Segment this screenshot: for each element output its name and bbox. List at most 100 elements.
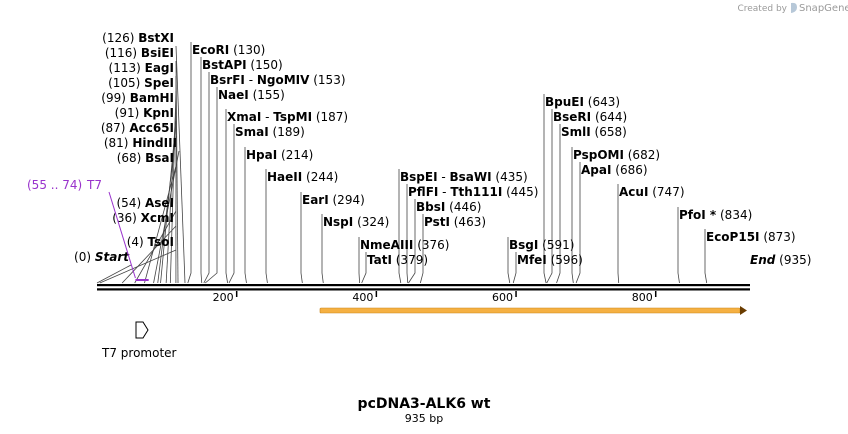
scale-tick-label: 400 [352,291,373,304]
enzyme-name: PfoI * [679,208,717,222]
enzyme-label-left: (81) HindIII [104,136,177,150]
enzyme-label-right: BbsI (446) [416,200,481,214]
enzyme-name: PflFI [408,185,438,199]
enzyme-name: BsiEI [141,46,174,60]
enzyme-label-left: (54) AseI [117,196,175,210]
cut-position: (113) [109,61,145,75]
cut-site-line [704,229,708,284]
enzyme-label-right: BspEI - BsaWI (435) [400,170,528,184]
enzyme-name: Acc65I [129,121,174,135]
cut-position: (214) [277,148,313,162]
enzyme-name: BstAPI [202,58,247,72]
enzyme-label-right: NmeAIII (376) [360,238,449,252]
enzyme-name: NaeI [218,88,249,102]
cut-site-line [200,57,203,284]
cut-position: (445) [502,185,538,199]
enzyme-name: BsrFI [210,73,245,87]
enzyme-name-2: NgoMIV [257,73,310,87]
enzyme-label-left: (68) BsaI [117,151,174,165]
cut-position: (130) [229,43,265,57]
cut-site-line [408,199,416,284]
cut-site-lines [96,42,708,284]
enzyme-name: KpnI [143,106,174,120]
cut-position: (99) [101,91,129,105]
cut-site-line [398,169,402,284]
promoter-arrow-icon [135,321,149,339]
cut-site-line [244,147,247,284]
cut-site-line [546,109,553,284]
enzyme-label-right: SmaI (189) [235,125,305,139]
enzyme-name: BseRI [553,110,591,124]
cut-site-line [153,150,180,284]
cut-site-line [225,109,228,284]
enzyme-name: EarI [302,193,329,207]
cut-position: (244) [302,170,338,184]
enzyme-label-right: PspOMI (682) [573,148,660,162]
enzyme-name: PspOMI [573,148,624,162]
sequence-backbone[interactable] [97,284,750,291]
cut-position: (658) [591,125,627,139]
enzyme-label-left: (113) EagI [109,61,174,75]
cut-site-line [617,184,620,284]
enzyme-label-left: (36) XcmI [112,211,174,225]
enzyme-label-right: BsgI (591) [509,238,574,252]
cut-position: (376) [413,238,449,252]
cut-site-line [157,135,177,284]
cut-site-line [321,214,324,284]
enzyme-name: HindIII [132,136,177,150]
enzyme-label-left: (0) Start [74,250,130,264]
enzyme-label-right: HpaI (214) [246,148,313,162]
cut-site-line [575,162,581,284]
cut-position: (643) [584,95,620,109]
enzyme-label-right: PfoI * (834) [679,208,752,222]
enzyme-name: HpaI [246,148,277,162]
enzyme-label-left: (91) KpnI [115,106,174,120]
scale-tick-label: 600 [492,291,513,304]
cut-site-line [358,237,360,284]
enzyme-name: BsaI [145,151,174,165]
cut-site-line [571,147,574,284]
t7-primer-feature[interactable]: (55 .. 74) T7 [27,178,149,281]
enzyme-name-2: Tth111I [450,185,502,199]
cut-site-line [175,45,186,284]
enzyme-name: XcmI [141,211,174,225]
enzyme-label-right: NaeI (155) [218,88,285,102]
enzyme-name: NspI [323,215,353,229]
enzyme-label-right: BseRI (644) [553,110,627,124]
cut-position: (126) [102,31,138,45]
cut-position: (155) [249,88,285,102]
cut-position: (36) [112,211,140,225]
right-enzyme-labels: EcoRI (130)BstAPI (150)BsrFI - NgoMIV (1… [192,43,811,267]
orf-arrow[interactable] [319,306,747,315]
enzyme-name: BamHI [130,91,174,105]
cut-position: (150) [247,58,283,72]
enzyme-label-left: (87) Acc65I [101,121,174,135]
cut-site-line [512,252,517,284]
cut-site-line [96,264,132,284]
scale-tick-label: 800 [632,291,653,304]
enzyme-name: AseI [145,196,174,210]
snapgene-credit[interactable]: Created by SnapGene [737,2,848,14]
snapgene-logo-icon [791,2,797,14]
t7-promoter-feature[interactable]: T7 promoter [101,321,177,360]
cut-site-line [121,225,177,284]
enzyme-label-left: (116) BsiEI [105,46,174,60]
cut-position: (591) [538,238,574,252]
enzyme-label-right: BstAPI (150) [202,58,283,72]
enzyme-name: EagI [145,61,174,75]
left-enzyme-labels: (126) BstXI(116) BsiEI(113) EagI(105) Sp… [74,31,177,264]
enzyme-name: MfeI [517,253,547,267]
cut-position: (116) [105,46,141,60]
cut-position: (873) [760,230,796,244]
enzyme-label-left: (105) SpeI [108,76,174,90]
cut-position: (189) [269,125,305,139]
cut-position: (105) [108,76,144,90]
scale-tick-label: 200 [213,291,234,304]
enzyme-label-right: EcoP15I (873) [706,230,796,244]
cut-position: (747) [648,185,684,199]
cut-position: (686) [611,163,647,177]
cut-position: (294) [329,193,365,207]
enzyme-name: SpeI [144,76,174,90]
scale-ticks: 200 400 600 800 [213,291,657,304]
enzyme-name: BspEI [400,170,438,184]
